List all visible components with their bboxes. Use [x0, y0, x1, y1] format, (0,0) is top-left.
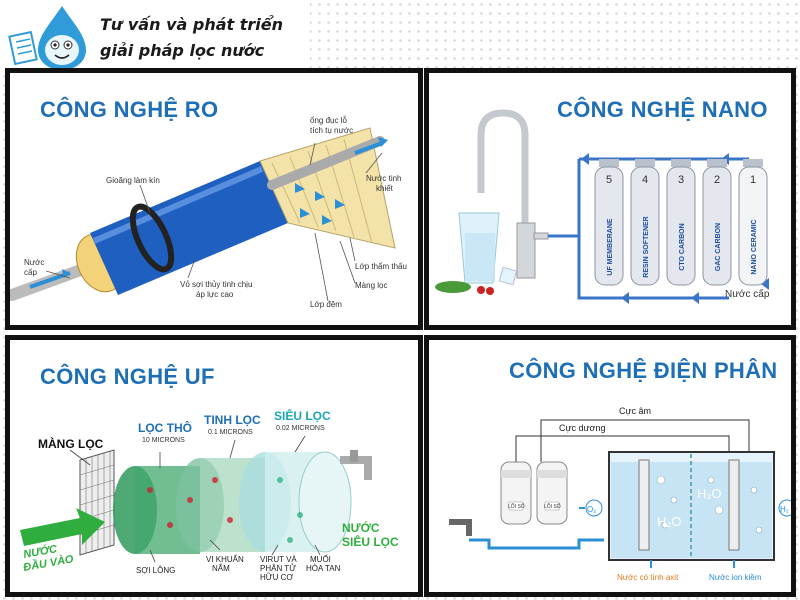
uf-mesh-label: MÀNG LỌC [38, 436, 104, 451]
uf-salt-label-2: HÒA TAN [306, 564, 341, 573]
ro-label-spacer: Lớp đệm [310, 300, 342, 309]
ep-cathode-plate [728, 459, 740, 551]
nano-filter-number: 2 [714, 174, 720, 186]
ep-filter-2 [536, 461, 568, 525]
ep-title: CÔNG NGHỆ ĐIỆN PHÂN [509, 358, 778, 383]
nano-filter-number: 5 [606, 174, 612, 186]
ep-h2o-right: H₂O [697, 486, 722, 501]
ro-label-seal: Gioăng làm kín [106, 176, 160, 185]
ro-label-shell-2: áp lực cao [196, 290, 234, 299]
uf-panel: CÔNG NGHỆ UF [5, 335, 423, 597]
nano-filter-name: NANO CERAMIC [751, 219, 758, 274]
uf-cylinder-end [298, 451, 352, 553]
electrolysis-panel: CÔNG NGHỆ ĐIỆN PHÂN Cực âm Cực dương LÕI… [424, 335, 796, 597]
ep-alkaline-label: Nước ion kiềm [709, 573, 762, 582]
uf-salt-label-1: MUỐI [310, 554, 331, 564]
ep-h2-bubble-icon [778, 499, 791, 517]
nano-filter-name: RESIN SOFTENER [643, 216, 650, 277]
ro-panel: CÔNG NGHỆ RO [5, 68, 423, 330]
uf-filter-diagram: MÀNG LỌC LỌC THÔ 10 MICRONS TINH LỌC 0.1… [20, 408, 399, 582]
nano-filter-5: 5 UF MEMBERANE [594, 159, 624, 286]
ep-filter-1-label: LÕI SỐ [508, 503, 525, 510]
faucet-icon [477, 109, 529, 233]
ro-label-collect: tích tụ nước [310, 126, 353, 135]
ice-icon [498, 266, 518, 286]
ro-blue-shell [90, 161, 288, 295]
water-drop-mascot-icon [8, 6, 86, 70]
ep-o2-label: O₂ [587, 505, 596, 514]
ep-filter-2-label: LÕI SỐ [544, 503, 561, 510]
nano-title: CÔNG NGHỆ NANO [557, 97, 768, 122]
uf-bact-label-1: VI KHUẨN [206, 555, 244, 564]
slogan-line-2: giải pháp lọc nước [100, 41, 265, 60]
ep-h2o-left: H₂O [657, 514, 682, 529]
nano-inlet-label: Nước cấp [725, 288, 770, 300]
uf-virus-label-1: VIRUT VÀ [260, 555, 297, 564]
ep-acid-label: Nước có tính axit [617, 573, 679, 582]
ro-label-clean-2: khiết [376, 184, 394, 193]
ro-label-clean-1: Nước tinh [366, 174, 402, 183]
ep-pipe [469, 538, 604, 550]
ro-membrane-diagram: ống đục lỗ tích tụ nước Nước tinh khiết … [10, 116, 407, 309]
ro-inlet-arrow-icon [29, 271, 71, 289]
ro-title: CÔNG NGHỆ RO [40, 97, 219, 122]
nano-filter-name: CTO CARBON [679, 223, 686, 270]
uf-rough-size: 10 MICRONS [142, 437, 185, 444]
ep-filter-1 [500, 461, 532, 525]
uf-virus-label-3: HỮU CƠ [260, 573, 293, 582]
nano-pipe [577, 159, 729, 300]
ro-label-membrane: Màng lọc [355, 281, 387, 290]
ro-label-in-2: cấp [24, 268, 37, 277]
uf-super-label: SIÊU LỌC [274, 408, 331, 423]
uf-bact-label-2: NẤM [212, 563, 230, 573]
ro-outlet-arrow-icon [378, 137, 388, 147]
nano-arrow-icon [581, 153, 589, 165]
uf-super-size: 0.02 MICRONS [276, 425, 325, 432]
cherry-icon [477, 286, 485, 294]
ro-label-shell-1: Vỏ sợi thủy tinh chịu [180, 280, 252, 289]
uf-virus-label-2: PHÂN TỬ [260, 564, 296, 573]
nano-filter-number: 3 [678, 174, 684, 186]
nano-filter-name: GAC CARBON [715, 223, 722, 271]
nano-filter-name: UF MEMBERANE [607, 218, 614, 275]
uf-hair-label: SỢI LÔNG [136, 566, 175, 575]
ro-label-in-1: Nước [24, 258, 44, 267]
uf-out-label-1: NƯỚC [342, 520, 380, 535]
leaves-icon [435, 281, 471, 293]
nano-filter-number: 4 [642, 174, 648, 186]
ep-cathode-label: Cực âm [619, 406, 651, 416]
electrolysis-diagram: Cực âm Cực dương LÕI SỐ LÕI SỐ H₂O H₂ [449, 406, 791, 582]
ro-label-tube: ống đục lỗ [310, 116, 347, 125]
ep-o2-bubble-icon [585, 499, 603, 517]
uf-fine-size: 0.1 MICRONS [208, 429, 253, 436]
uf-out-label-2: SIÊU LỌC [342, 534, 399, 549]
uf-inlet-arrow-icon [20, 508, 105, 546]
ro-label-permeate: Lớp thẩm thấu [355, 262, 407, 271]
ep-cathode-wire [540, 419, 750, 462]
uf-tap-icon [340, 456, 372, 480]
ep-h2-label: H₂ [780, 505, 789, 514]
ep-anode-label: Cực dương [559, 423, 605, 433]
nano-filter-number: 1 [750, 174, 756, 186]
ro-layers [259, 127, 396, 249]
ro-seal-ring [129, 203, 175, 273]
uf-rough-label: LỌC THÔ [138, 420, 192, 435]
header: Tư vấn và phát triển giải pháp lọc nước [0, 0, 310, 72]
uf-fine-label: TINH LỌC [204, 413, 261, 427]
ep-faucet-icon [449, 519, 472, 536]
uf-in-label-1: NƯỚC [22, 542, 59, 561]
ep-anode-wire [515, 435, 730, 462]
slogan-line-1: Tư vấn và phát triển [100, 15, 283, 34]
ep-anode-plate [638, 459, 650, 551]
uf-title: CÔNG NGHỆ UF [40, 364, 215, 389]
